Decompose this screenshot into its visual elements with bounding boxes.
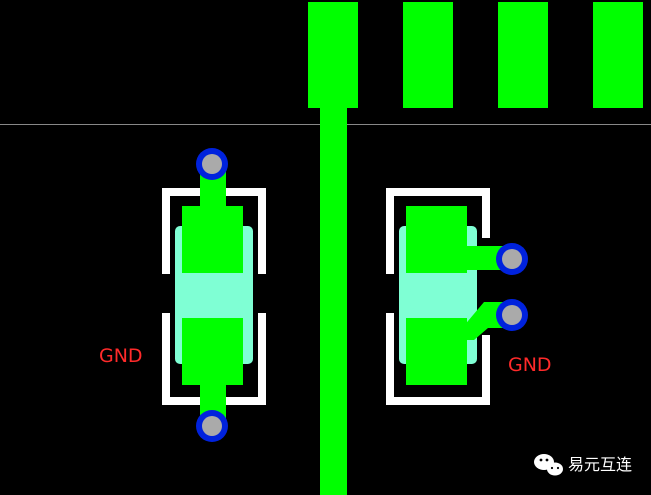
vertical-trace (320, 106, 347, 495)
watermark-text: 易元互连 (568, 455, 632, 474)
connector-pad-1 (308, 2, 358, 108)
left-via-bottom-hole (202, 416, 222, 436)
left-capacitor (162, 148, 266, 442)
left-net-label: GND (99, 345, 143, 367)
right-pad-bottom (406, 318, 467, 385)
connector-pad-4 (593, 2, 643, 108)
right-pad-top (406, 206, 467, 273)
right-via-top-hole (502, 249, 522, 269)
wechat-icon (534, 454, 563, 476)
right-silkscreen-bottom (386, 313, 490, 405)
left-body-stripe-2 (186, 300, 242, 309)
left-pad-top (182, 206, 243, 273)
watermark: 易元互连 (534, 454, 632, 476)
left-pad-bottom (182, 318, 243, 385)
left-body-stripe-1 (186, 286, 242, 295)
connector-pad-2 (403, 2, 453, 108)
right-silkscreen-top (386, 188, 490, 274)
connector-pad-3 (498, 2, 548, 108)
left-via-top-hole (202, 154, 222, 174)
right-body-stripe-1 (410, 286, 466, 295)
right-via-bottom-hole (502, 305, 522, 325)
right-net-label: GND (508, 354, 552, 376)
right-capacitor (386, 188, 528, 405)
right-body-stripe-2 (410, 300, 466, 309)
